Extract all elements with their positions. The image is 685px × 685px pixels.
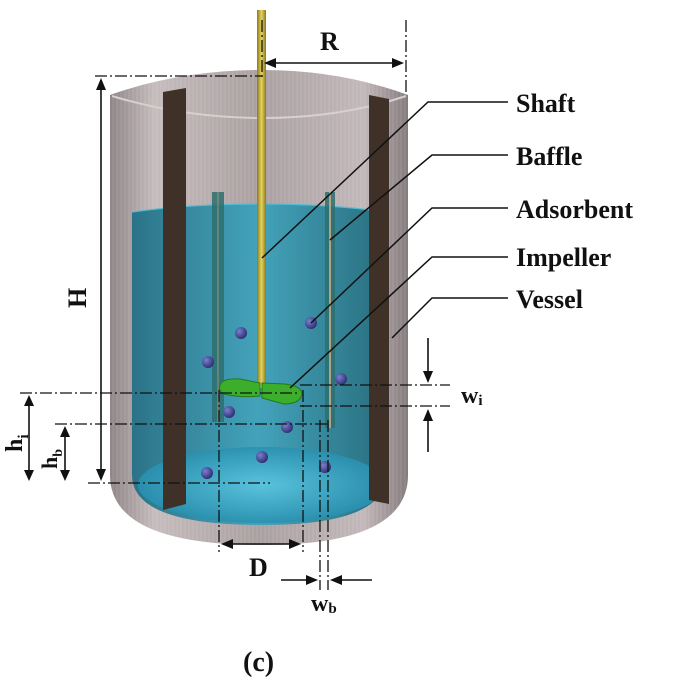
dimension-wb: wb: [281, 420, 372, 617]
dimension-D: D: [218, 390, 304, 582]
leader-vessel: [391, 297, 508, 339]
adsorbent-particle: [319, 461, 331, 473]
dimension-wb-sub: b: [328, 601, 336, 617]
adsorbent-particle: [281, 421, 293, 433]
leader-lines: [261, 101, 508, 389]
dimension-H-label: H: [63, 288, 92, 308]
dimension-hb: hb: [37, 423, 328, 481]
baffle-left-inner: [212, 192, 224, 422]
leader-baffle: [329, 154, 508, 241]
dimension-wi: wi: [300, 338, 483, 452]
label-adsorbent: Adsorbent: [516, 195, 633, 224]
leader-shaft: [261, 101, 508, 259]
svg-text:wb: wb: [311, 591, 337, 617]
dimension-R: R: [261, 20, 407, 95]
dimension-R-label: R: [320, 27, 339, 56]
dimension-wi-base: w: [461, 383, 479, 409]
label-baffle: Baffle: [516, 142, 582, 171]
leader-adsorbent: [310, 207, 508, 324]
dimension-hi-sub: i: [16, 434, 32, 438]
svg-text:hi: hi: [2, 434, 32, 452]
adsorbent-particle: [201, 467, 213, 479]
adsorbent-particle: [335, 373, 347, 385]
dimension-wi-sub: i: [478, 393, 482, 409]
figure-caption: (c): [243, 647, 274, 678]
label-impeller: Impeller: [516, 243, 611, 272]
adsorbent-particle: [256, 451, 268, 463]
svg-text:wi: wi: [461, 383, 483, 409]
label-vessel: Vessel: [516, 285, 583, 314]
dimension-hi: hi: [2, 392, 300, 481]
leader-impeller: [289, 256, 508, 389]
adsorbent-particle: [223, 406, 235, 418]
baffle-right-inner: [325, 192, 335, 428]
label-shaft: Shaft: [516, 89, 576, 118]
dimension-H: H: [63, 75, 270, 484]
component-labels: Shaft Baffle Adsorbent Impeller Vessel: [516, 89, 633, 314]
adsorbent-particle: [202, 356, 214, 368]
dimension-wb-base: w: [311, 591, 329, 617]
adsorbent-particle: [235, 327, 247, 339]
baffle-left-outer: [163, 88, 186, 510]
dimension-hb-sub: b: [51, 449, 66, 457]
shaft: [257, 10, 266, 388]
svg-text:hb: hb: [37, 449, 66, 469]
dimension-hb-base: h: [37, 457, 62, 469]
dimension-D-label: D: [249, 553, 268, 582]
dimension-hi-base: h: [2, 439, 28, 452]
baffle-right-outer: [369, 95, 389, 504]
